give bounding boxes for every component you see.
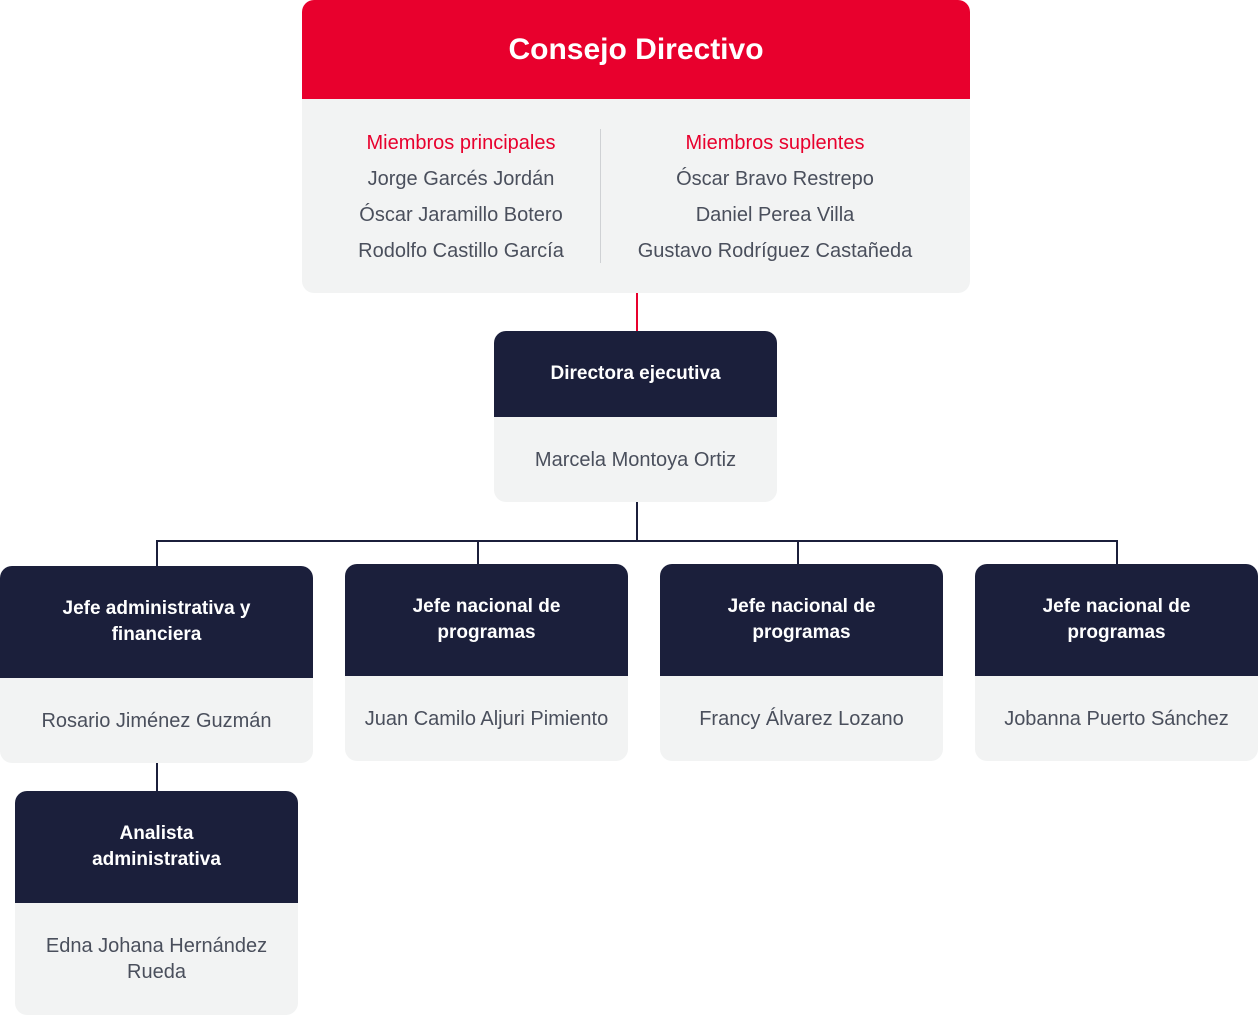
unit-name: Francy Álvarez Lozano — [660, 676, 943, 761]
board-card: Consejo Directivo Miembros principales J… — [302, 0, 970, 293]
unit-name: Juan Camilo Aljuri Pimiento — [345, 676, 628, 761]
principal-member: Jorge Garcés Jordán — [367, 168, 555, 190]
unit-name: Jobanna Puerto Sánchez — [975, 676, 1258, 761]
drop-connector-3 — [797, 540, 799, 564]
unit-role: Jefe nacional de programas — [660, 564, 943, 676]
unit-card-programs-3: Jefe nacional de programas Jobanna Puert… — [975, 564, 1258, 761]
alternate-members-heading: Miembros suplentes — [685, 132, 865, 154]
unit-role: Jefe administrativa y financiera — [0, 566, 313, 678]
principal-members-column: Miembros principales Jorge Garcés Jordán… — [302, 129, 620, 273]
principal-members-heading: Miembros principales — [366, 132, 556, 154]
unit-name: Rosario Jiménez Guzmán — [0, 678, 313, 763]
analyst-connector — [156, 763, 158, 791]
analyst-card: Analista administrativa Edna Johana Hern… — [15, 791, 298, 1015]
drop-connector-4 — [1116, 540, 1118, 564]
drop-connector-2 — [477, 540, 479, 564]
unit-card-programs-2: Jefe nacional de programas Francy Álvare… — [660, 564, 943, 761]
principal-member: Rodolfo Castillo García — [358, 240, 564, 262]
board-members: Miembros principales Jorge Garcés Jordán… — [302, 99, 970, 293]
director-name: Marcela Montoya Ortiz — [494, 417, 777, 502]
director-card: Directora ejecutiva Marcela Montoya Orti… — [494, 331, 777, 502]
board-title: Consejo Directivo — [302, 0, 970, 99]
unit-card-programs-1: Jefe nacional de programas Juan Camilo A… — [345, 564, 628, 761]
director-role: Directora ejecutiva — [494, 331, 777, 417]
unit-card-admin: Jefe administrativa y financiera Rosario… — [0, 566, 313, 763]
director-down-connector — [636, 502, 638, 541]
alternate-members-column: Miembros suplentes Óscar Bravo Restrepo … — [620, 129, 930, 273]
drop-connector-1 — [156, 540, 158, 566]
unit-role: Jefe nacional de programas — [345, 564, 628, 676]
analyst-name: Edna Johana Hernández Rueda — [15, 903, 298, 1015]
alternate-member: Óscar Bravo Restrepo — [676, 168, 874, 190]
column-divider — [600, 129, 601, 263]
unit-role: Jefe nacional de programas — [975, 564, 1258, 676]
board-director-connector — [636, 293, 638, 331]
horizontal-connector — [156, 540, 1118, 542]
principal-member: Óscar Jaramillo Botero — [359, 204, 563, 226]
analyst-role: Analista administrativa — [15, 791, 298, 903]
alternate-member: Gustavo Rodríguez Castañeda — [637, 240, 913, 262]
alternate-member: Daniel Perea Villa — [695, 204, 855, 226]
